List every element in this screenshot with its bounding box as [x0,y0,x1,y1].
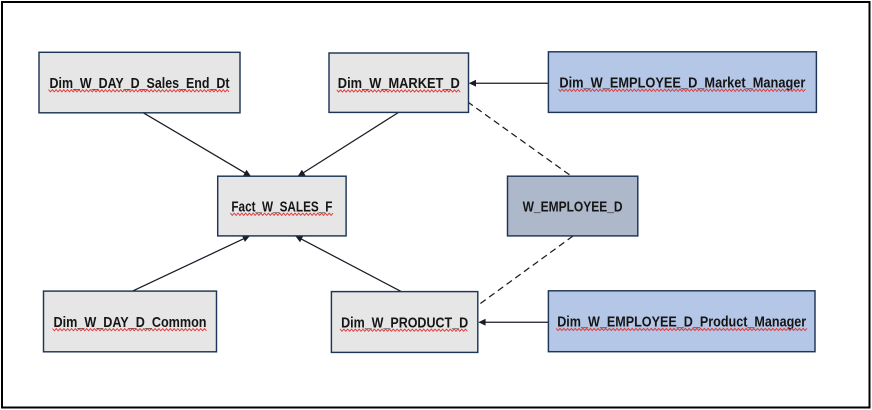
svg-text:Dim_W_PRODUCT_D: Dim_W_PRODUCT_D [341,314,468,331]
svg-text:Dim_W_DAY_D_Common: Dim_W_DAY_D_Common [54,314,207,331]
svg-text:W_EMPLOYEE_D: W_EMPLOYEE_D [523,198,623,215]
svg-text:Dim_W_EMPLOYEE_D_Product_Manag: Dim_W_EMPLOYEE_D_Product_Manager [557,314,806,331]
svg-text:Dim_W_DAY_D_Sales_End_Dt: Dim_W_DAY_D_Sales_End_Dt [50,75,230,92]
svg-text:Fact_W_SALES_F: Fact_W_SALES_F [231,198,332,215]
svg-text:Dim_W_MARKET_D: Dim_W_MARKET_D [338,75,460,92]
svg-text:Dim_W_EMPLOYEE_D_Market_Manage: Dim_W_EMPLOYEE_D_Market_Manager [559,75,805,92]
